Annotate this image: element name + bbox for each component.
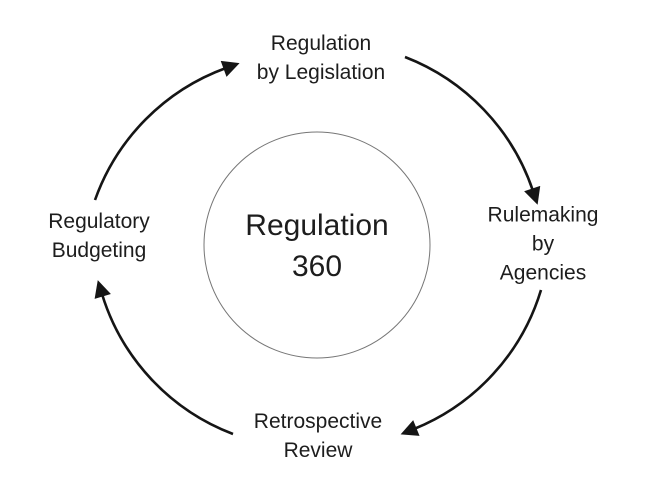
node-label-retrospective-review: Retrospective Review bbox=[253, 410, 383, 462]
arrow-rulemaking-to-review bbox=[400, 289, 543, 436]
arrow-budgeting-to-legislation bbox=[93, 60, 240, 201]
arrow-legislation-to-rulemaking bbox=[404, 55, 541, 205]
arrow-review-to-budgeting bbox=[94, 280, 234, 436]
node-label-regulatory-budgeting: Regulatory Budgeting bbox=[48, 210, 150, 262]
center-circle-title: Regulation 360 bbox=[245, 209, 389, 283]
node-label-regulation-by-legislation: Regulation by Legislation bbox=[256, 32, 386, 84]
center-circle bbox=[203, 131, 431, 359]
cycle-arrows bbox=[93, 55, 543, 436]
node-label-rulemaking-by-agencies: Rulemaking by Agencies bbox=[487, 203, 599, 285]
